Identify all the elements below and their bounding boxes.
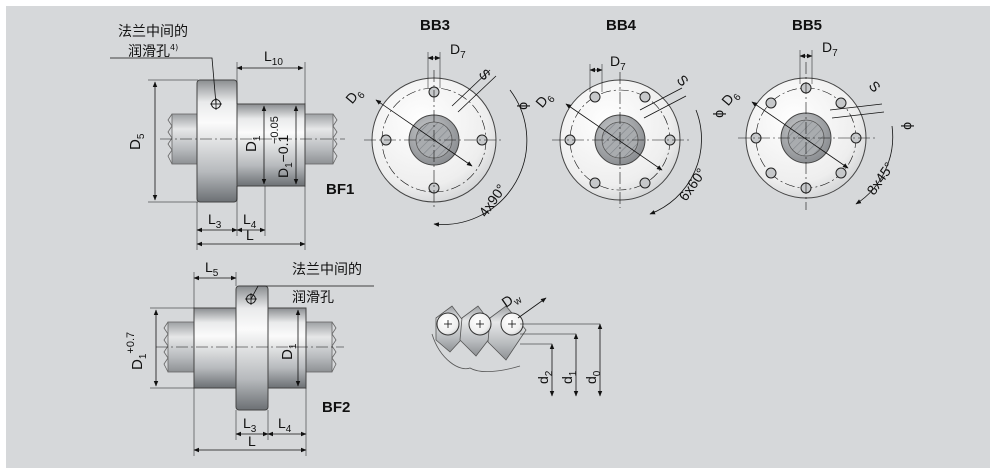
bb5-drawing: [738, 50, 894, 210]
bf2-l4-label: L4: [278, 415, 292, 435]
bf2-d1-tol-label: D1+0.7: [125, 332, 149, 370]
bb5-title: BB5: [792, 17, 822, 34]
bf1-l10-label: L10: [264, 48, 283, 68]
screw-ball-detail: [431, 297, 603, 397]
bb5-d7-label: D7: [822, 39, 838, 59]
bf1-tol-upper: −0.05: [269, 116, 281, 144]
bf2-d1-label: D1: [279, 343, 299, 360]
bf1-d1-tol-label: D1−0.1: [275, 134, 295, 178]
bf2-drawing: [150, 272, 374, 456]
bf1-l3-label: L3: [208, 211, 222, 231]
bf1-d1-label: D1: [243, 135, 263, 152]
ball-plus-icon: [436, 312, 460, 336]
bf1-d5-label: D5: [127, 133, 147, 150]
bb4-phi-label: ϕ: [713, 110, 729, 118]
bb3-title: BB3: [420, 17, 450, 34]
d0-label: d0: [583, 370, 603, 384]
bf1-lube-note-line2: 润滑孔4): [128, 43, 178, 60]
bf1-l4-label: L4: [243, 211, 257, 231]
d1-label: d1: [559, 370, 579, 384]
bb4-drawing: [552, 64, 702, 215]
bf1-l-label: L: [246, 227, 254, 243]
bf2-l5-label: L5: [205, 259, 219, 279]
bb4-d7-label: D7: [610, 53, 626, 73]
ball-plus-icon: [500, 312, 524, 336]
bf2-l-label: L: [248, 433, 256, 449]
bb3-d7-label: D7: [450, 41, 466, 61]
bf1-drawing: [110, 57, 345, 250]
bf2-title: BF2: [322, 399, 350, 416]
background-panel: [6, 6, 990, 468]
bf2-lube-note-line2: 润滑孔: [292, 289, 334, 306]
bf1-title: BF1: [326, 181, 354, 198]
bf2-l3-label: L3: [243, 415, 257, 435]
bb5-phi-label: ϕ: [901, 122, 917, 130]
bb3-drawing: [364, 52, 528, 227]
bf1-lube-note-line1: 法兰中间的: [118, 24, 188, 40]
bb3-phi-label: ϕ: [517, 102, 533, 110]
d2-label: d2: [535, 370, 555, 384]
bb4-title: BB4: [606, 17, 637, 34]
bf2-lube-note-line1: 法兰中间的: [292, 262, 362, 278]
ball-plus-icon: [468, 312, 492, 336]
